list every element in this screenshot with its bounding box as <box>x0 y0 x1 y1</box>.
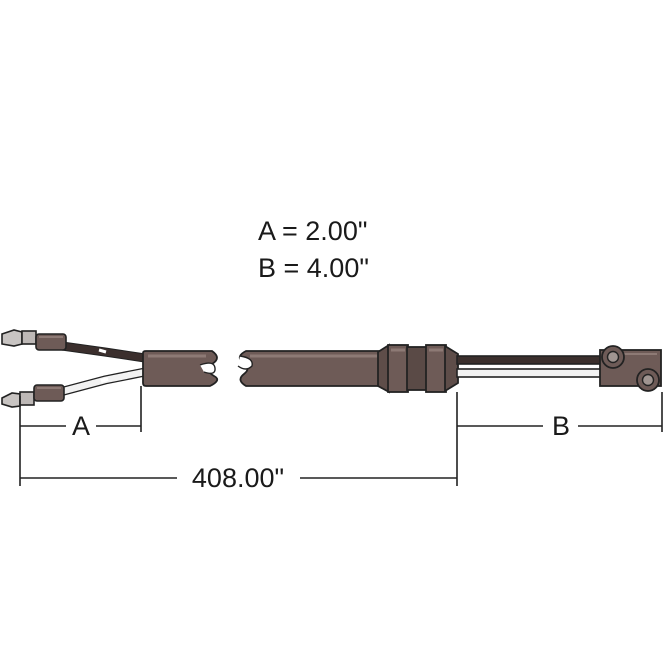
dimension-overall: 408.00" <box>20 463 457 493</box>
cable-jacket-left <box>142 350 219 387</box>
spec-a-text: A = 2.00" <box>258 216 367 246</box>
dimension-b-label: B <box>552 411 570 441</box>
cable-jacket-right <box>237 350 381 387</box>
dimension-a-label: A <box>72 411 90 441</box>
strain-relief-boot <box>377 343 459 394</box>
dimension-b: B <box>456 392 663 486</box>
spec-b-text: B = 4.00" <box>258 253 369 283</box>
upper-terminal-connector <box>1 329 67 351</box>
overall-length-label: 408.00" <box>192 463 284 493</box>
dimension-a: A <box>19 386 142 486</box>
sensor-head <box>599 345 662 392</box>
lower-terminal-connector <box>1 384 65 408</box>
left-wire-leads <box>55 341 150 397</box>
exposed-lead-wires <box>456 355 604 378</box>
